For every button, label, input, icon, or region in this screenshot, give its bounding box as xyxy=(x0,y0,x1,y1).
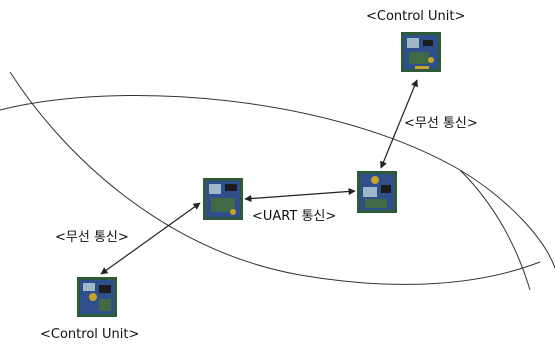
coverage-curve-upper xyxy=(0,95,555,269)
label-uart: <UART 통신> xyxy=(252,209,337,224)
label-wireless-left: <무선 통신> xyxy=(55,230,129,245)
module-top-right xyxy=(401,32,441,72)
module-center-left xyxy=(203,178,243,220)
module-bottom-left xyxy=(77,277,117,317)
wireless-link-left xyxy=(100,202,201,275)
module-center-right xyxy=(357,171,397,213)
label-wireless-right: <무선 통신> xyxy=(404,116,478,131)
wireless-link-right xyxy=(380,79,418,169)
uart-link xyxy=(244,187,356,203)
label-control-unit-top: <Control Unit> xyxy=(366,9,466,24)
coverage-curve-right-tail xyxy=(459,169,531,291)
label-control-unit-bottom: <Control Unit> xyxy=(40,327,140,342)
coverage-curve-lower xyxy=(9,71,541,285)
